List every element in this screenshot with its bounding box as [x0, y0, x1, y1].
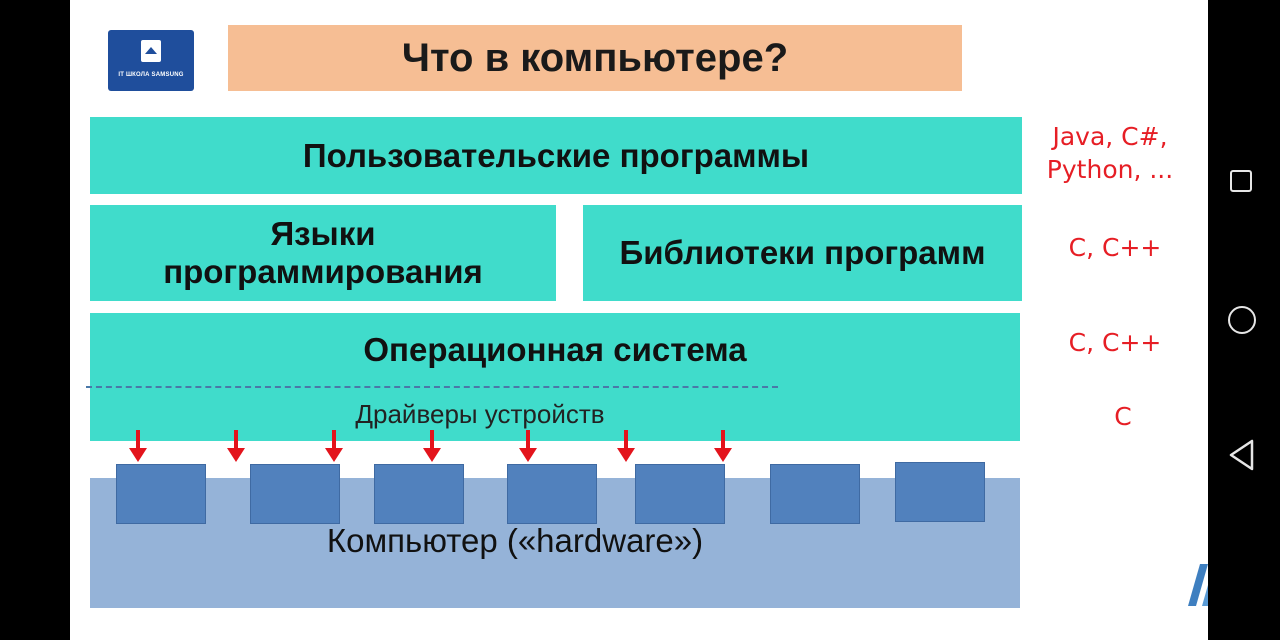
driver-arrow — [518, 430, 538, 464]
hardware-chip — [374, 464, 464, 524]
layer-languages-label-line2: программирования — [163, 253, 483, 290]
note-libraries-languages: C, C++ — [1068, 233, 1162, 262]
hardware-chip — [895, 462, 985, 522]
hardware-chip — [116, 464, 206, 524]
driver-arrow — [226, 430, 246, 464]
recent-apps-icon[interactable] — [1230, 170, 1252, 192]
driver-arrow — [128, 430, 148, 464]
layer-os-label: Операционная система — [363, 331, 747, 368]
hardware-chip — [250, 464, 340, 524]
note-drivers-languages: C — [1114, 402, 1132, 431]
note-user-programs-line2: Python, ... — [1046, 155, 1174, 184]
layer-operating-system: Операционная система Драйверы устройств — [86, 313, 1020, 441]
hardware-chip — [507, 464, 597, 524]
graduation-cap-icon — [141, 40, 161, 62]
layer-drivers-label: Драйверы устройств — [355, 399, 605, 429]
samsung-it-school-logo: IT ШКОЛА SAMSUNG — [108, 30, 194, 91]
logo-text: IT ШКОЛА SAMSUNG — [118, 72, 184, 78]
home-icon[interactable] — [1228, 306, 1256, 334]
driver-arrow — [713, 430, 733, 464]
back-icon[interactable] — [1227, 438, 1257, 472]
note-user-programs-line1: Java, C#, — [1052, 122, 1168, 151]
driver-arrow — [616, 430, 636, 464]
layer-user-programs-label: Пользовательские программы — [302, 136, 810, 174]
layer-programming-languages: Языки программирования — [90, 205, 556, 301]
layer-hardware-label: Компьютер («hardware») — [326, 522, 704, 559]
hardware-chip — [635, 464, 725, 524]
os-drivers-divider — [86, 386, 778, 388]
layer-libraries-label: Библиотеки программ — [619, 234, 986, 271]
layer-libraries: Библиотеки программ — [583, 205, 1022, 301]
note-user-programs-languages: Java, C#, Python, ... — [1030, 120, 1190, 186]
slide-title: Что в компьютере? — [228, 25, 962, 91]
layer-languages-label-line1: Языки — [270, 215, 376, 252]
note-os-languages: C, C++ — [1068, 328, 1162, 357]
driver-arrow — [324, 430, 344, 464]
hardware-chip — [770, 464, 860, 524]
driver-arrow — [422, 430, 442, 464]
layer-user-programs: Пользовательские программы — [90, 117, 1022, 194]
